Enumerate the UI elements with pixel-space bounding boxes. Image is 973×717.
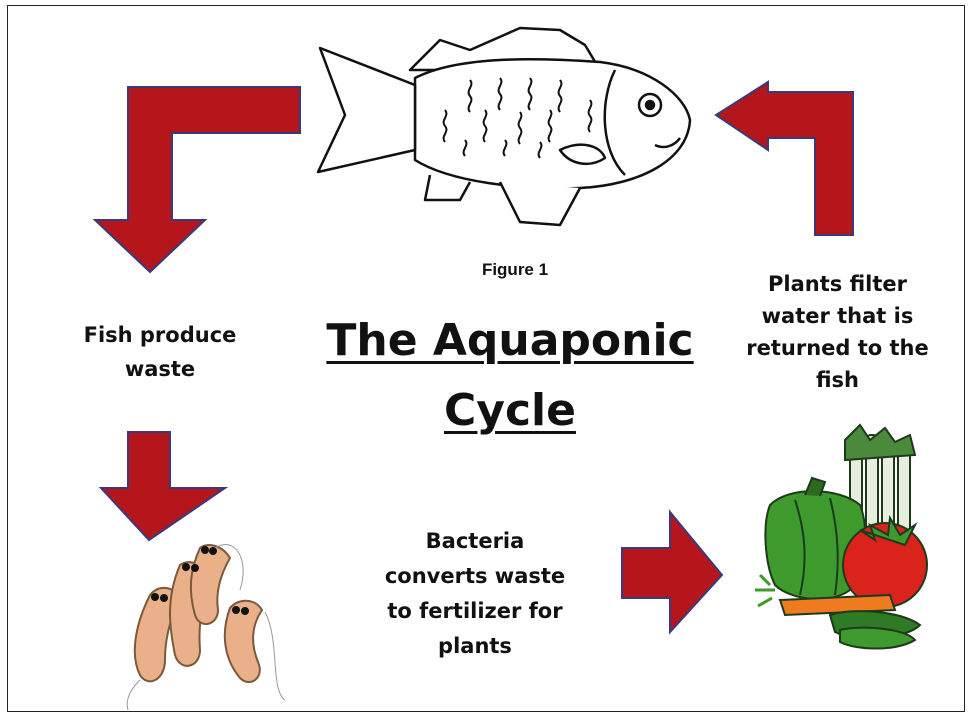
step-fish-waste-label: Fish produce waste [60,318,260,386]
arrow-icon [95,87,300,272]
arrow-icon [622,512,722,632]
arrow-icon [716,82,853,235]
step-bacteria-label: Bacteria converts waste to fertilizer fo… [355,524,595,664]
figure-label: Figure 1 [455,260,575,280]
vegetables-icon [755,425,927,649]
step-plants-filter-label: Plants filter water that is returned to … [715,268,960,396]
diagram-title-line-2: Cycle [380,385,640,436]
arrow-icon [101,432,225,540]
diagram-title-line-1: The Aquaponic [300,315,720,366]
fish-icon [318,28,690,225]
bacteria-icon [127,544,285,710]
